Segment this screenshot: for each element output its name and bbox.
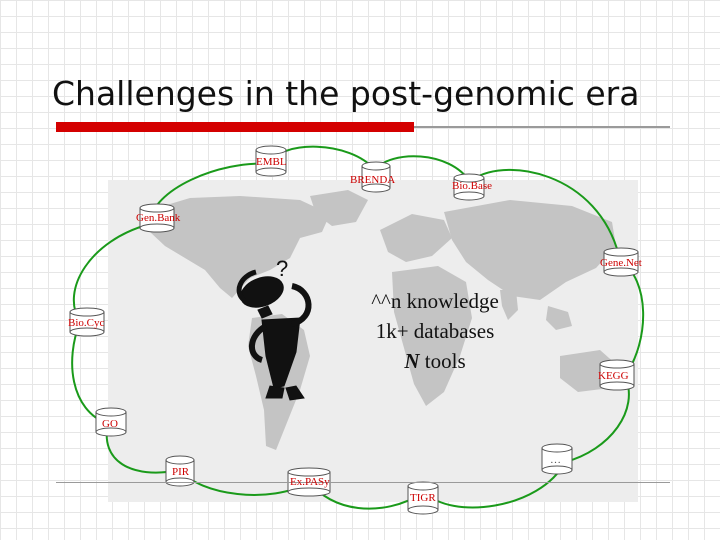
southeast-asia: [546, 306, 572, 330]
db-label-biobase: Bio.Base: [452, 180, 493, 192]
db-label-pir: PIR: [172, 466, 190, 478]
slide-title: Challenges in the post-genomic era: [52, 74, 640, 113]
db-label-genenet: Gene.Net: [600, 257, 642, 269]
cylinder-brenda: [361, 161, 391, 193]
db-label-exfasy: Ex.PASy: [290, 476, 330, 488]
question-mark: ?: [276, 256, 289, 281]
db-label-genbank: Gen.Bank: [136, 212, 181, 224]
cylinder-biobase: [453, 173, 485, 201]
europe: [380, 214, 452, 262]
africa: [392, 266, 472, 406]
db-label-kegg: KEGG: [598, 370, 629, 382]
thinking-person-figure: [236, 269, 312, 401]
center-line-tools-n: N: [404, 349, 420, 373]
center-line-knowledge: ^^n knowledge: [371, 289, 499, 313]
db-label-tigr: TIGR: [410, 492, 436, 504]
north-america: [150, 196, 330, 298]
cylinder-tigr: [407, 481, 439, 515]
cylinder-genbank: [139, 203, 175, 233]
center-line-databases: 1k+ databases: [375, 319, 495, 343]
center-line-tools-rest: tools: [419, 349, 466, 373]
db-label-ellipsis: …: [550, 454, 561, 466]
cylinder-genenet: [603, 247, 639, 277]
cylinder-ellipsis: [541, 443, 573, 475]
center-statement: ^^n knowledge 1k+ databases N tools: [330, 286, 540, 376]
asia: [444, 200, 616, 300]
footer-rule: [56, 482, 670, 483]
db-label-brenda: BRENDA: [350, 174, 396, 186]
cylinder-embl: [255, 145, 287, 177]
db-label-go: GO: [102, 418, 118, 430]
title-underline-red: [56, 122, 414, 132]
db-label-biocyc: Bio.Cyc: [68, 317, 105, 329]
database-cylinders: [69, 145, 639, 515]
title-underline-gray: [414, 126, 670, 128]
cylinder-kegg: [599, 359, 635, 391]
cylinder-biocyc: [69, 307, 105, 337]
cylinder-go: [95, 407, 127, 437]
greenland: [310, 190, 368, 226]
db-label-embl: EMBL: [256, 156, 287, 168]
india: [500, 290, 518, 320]
center-line-tools: N tools: [330, 346, 540, 376]
cylinder-pir: [165, 455, 195, 487]
